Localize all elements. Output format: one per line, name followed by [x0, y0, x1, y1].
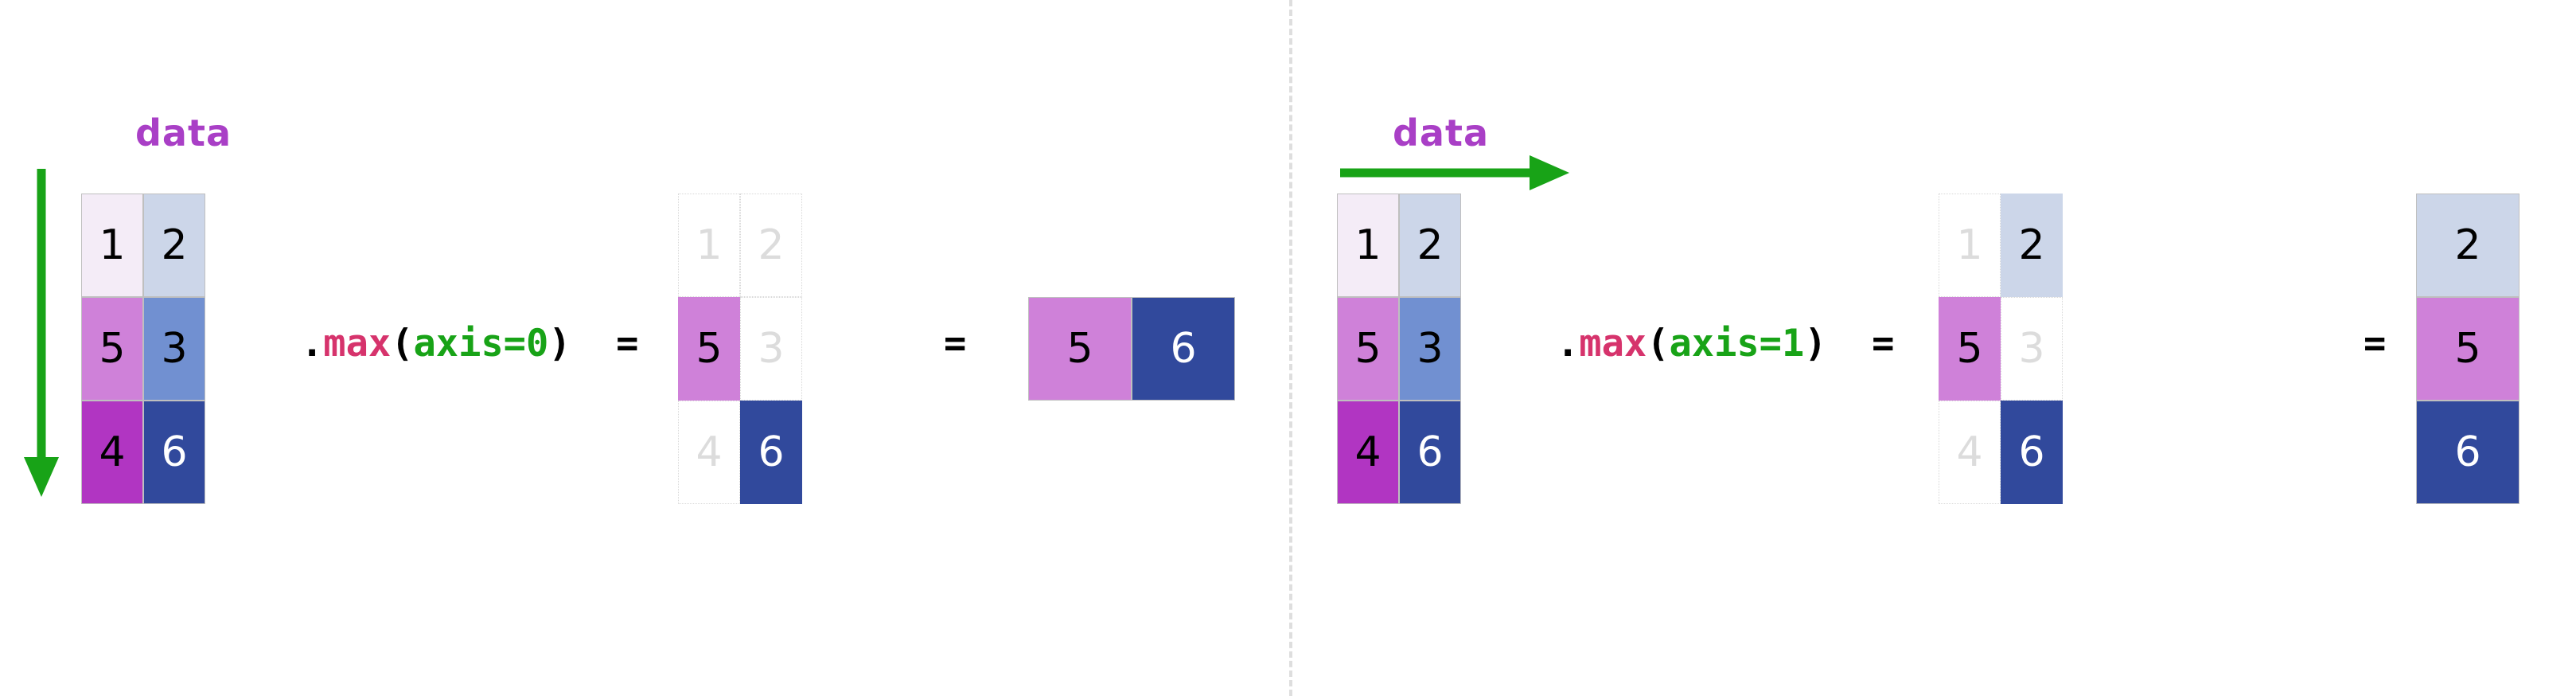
equals-sign-axis1: = — [2364, 322, 2387, 366]
source-matrix-axis0: 1 2 5 3 4 6 — [81, 194, 205, 504]
matrix-cell: 1 — [1337, 194, 1399, 297]
matrix-cell: 6 — [1132, 297, 1235, 401]
matrix-cell: 4 — [1939, 401, 2001, 504]
masked-matrix-axis0: 1 2 5 3 4 6 — [678, 194, 802, 504]
matrix-cell: 1 — [678, 194, 740, 297]
matrix-cell: 6 — [2416, 401, 2519, 504]
matrix-cell: 1 — [1939, 194, 2001, 297]
matrix-cell: 5 — [1939, 297, 2001, 401]
matrix-cell: 4 — [1337, 401, 1399, 504]
down-arrow-icon — [24, 169, 59, 497]
expression-axis0: .max(axis=0) = — [301, 325, 638, 362]
matrix-cell: 5 — [2416, 297, 2519, 401]
matrix-cell: 5 — [678, 297, 740, 401]
masked-matrix-axis1: 1 2 5 3 4 6 — [1939, 194, 2063, 504]
matrix-cell: 1 — [81, 194, 143, 297]
matrix-cell: 6 — [143, 401, 205, 504]
matrix-cell: 3 — [2001, 297, 2063, 401]
expr-equals: = — [616, 322, 639, 366]
equals-sign-axis0: = — [944, 322, 967, 366]
expr-keyword: axis=0 — [413, 322, 549, 366]
matrix-cell: 3 — [740, 297, 802, 401]
right-arrow-icon — [1340, 155, 1569, 190]
expression-axis1: .max(axis=1) = — [1557, 325, 1894, 362]
expr-keyword: axis=1 — [1669, 322, 1805, 366]
result-matrix-axis0: 5 6 — [1028, 297, 1235, 401]
expr-fn: max — [323, 322, 392, 366]
matrix-cell: 2 — [143, 194, 205, 297]
expr-open: ( — [391, 322, 414, 366]
expr-equals: = — [1872, 322, 1895, 366]
result-matrix-axis1: 2 5 6 — [2416, 194, 2519, 504]
data-label-left: data — [135, 111, 232, 154]
matrix-cell: 6 — [740, 401, 802, 504]
panel-axis1: data 1 2 5 3 4 6 .max(axis=1) = 1 2 5 3 … — [1289, 0, 2576, 696]
matrix-cell: 5 — [1337, 297, 1399, 401]
matrix-cell: 6 — [1399, 401, 1461, 504]
matrix-cell: 5 — [81, 297, 143, 401]
matrix-cell: 6 — [2001, 401, 2063, 504]
matrix-cell: 2 — [740, 194, 802, 297]
matrix-cell: 4 — [81, 401, 143, 504]
matrix-cell: 4 — [678, 401, 740, 504]
matrix-cell: 2 — [2416, 194, 2519, 297]
expr-fn: max — [1579, 322, 1647, 366]
matrix-cell: 3 — [1399, 297, 1461, 401]
expr-dot: . — [301, 322, 324, 366]
expr-close: ) — [548, 322, 571, 366]
panel-axis0: data 1 2 5 3 4 6 .max(axis=0) = 1 2 5 3 … — [24, 111, 1235, 504]
expr-dot: . — [1557, 322, 1580, 366]
expr-open: ( — [1647, 322, 1670, 366]
source-matrix-axis1: 1 2 5 3 4 6 — [1337, 194, 1461, 504]
matrix-cell: 2 — [2001, 194, 2063, 297]
data-label-right: data — [1393, 111, 1489, 154]
panel-divider — [1289, 0, 1292, 696]
expr-close: ) — [1804, 322, 1827, 366]
matrix-cell: 3 — [143, 297, 205, 401]
matrix-cell: 2 — [1399, 194, 1461, 297]
matrix-cell: 5 — [1028, 297, 1132, 401]
